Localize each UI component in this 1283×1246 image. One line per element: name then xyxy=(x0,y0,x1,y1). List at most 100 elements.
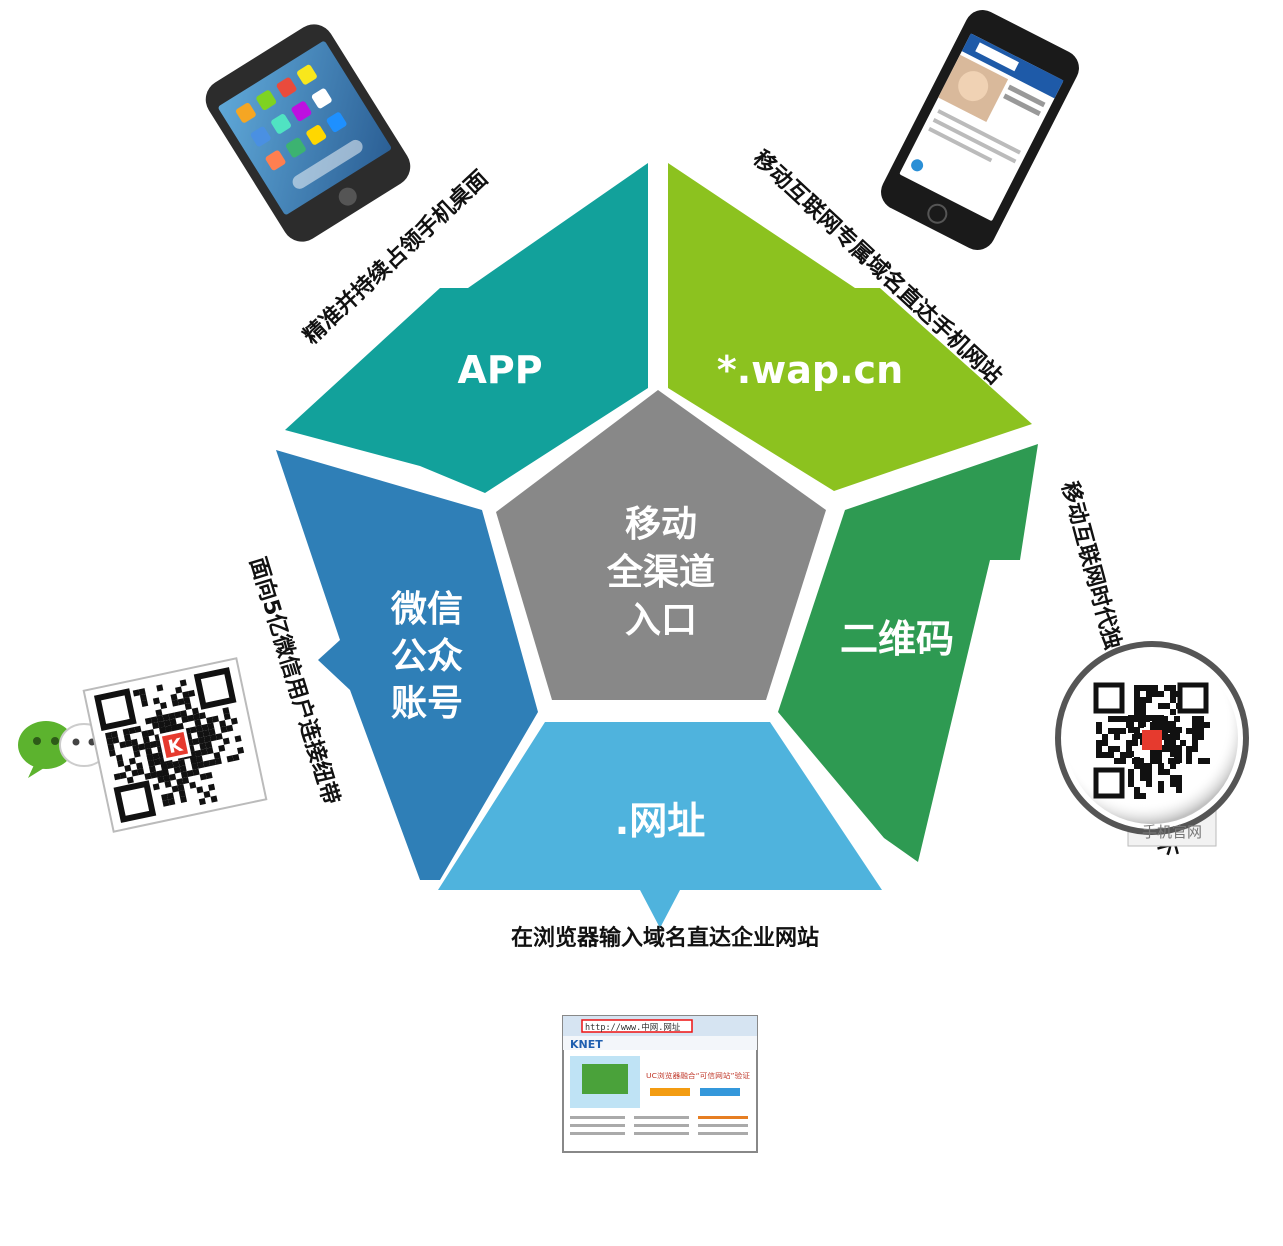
qr-module xyxy=(1170,685,1176,691)
segment-wechat-label: 微信 公众 账号 xyxy=(390,589,463,724)
qr-module xyxy=(203,760,211,768)
qr-module xyxy=(117,760,125,768)
qr-module xyxy=(1174,752,1180,758)
qr-module xyxy=(194,719,202,727)
browser-illustration: http://www.中网.网址 KNET UC浏览器融合“可信网站”验证 xyxy=(562,1015,758,1153)
qr-module xyxy=(193,713,201,721)
qr-module xyxy=(1108,728,1114,734)
qr-module xyxy=(138,688,146,696)
qr-module xyxy=(1192,734,1198,740)
qr-module xyxy=(1132,716,1138,722)
qr-module xyxy=(196,730,204,739)
qr-module xyxy=(1168,740,1174,746)
qr-module xyxy=(161,769,170,777)
qr-module xyxy=(151,722,160,730)
browser-banner: UC浏览器融合“可信网站”验证 xyxy=(646,1071,750,1080)
qr-module xyxy=(1140,793,1146,799)
segment-wap-label: *.wap.cn xyxy=(717,348,903,392)
qr-module xyxy=(186,769,194,778)
qr-module xyxy=(1108,746,1114,752)
qr-module xyxy=(1114,716,1120,722)
qr-tag-label: 手机官网 xyxy=(1142,823,1202,841)
qr-module xyxy=(223,712,231,721)
qr-module xyxy=(179,679,187,687)
qr-module xyxy=(1192,728,1198,734)
qr-module xyxy=(230,717,238,725)
qr-module xyxy=(142,736,150,744)
qr-module xyxy=(1134,685,1140,691)
qr-module xyxy=(1126,716,1132,722)
qr-module xyxy=(206,716,214,724)
segment-url: .网址 xyxy=(438,722,882,928)
qr-module xyxy=(133,750,141,758)
qr-module xyxy=(1120,752,1126,758)
qr-module xyxy=(171,699,179,707)
qr-module xyxy=(1134,793,1140,799)
qr-module xyxy=(1144,716,1150,722)
qr-module xyxy=(178,789,186,798)
qr-module xyxy=(152,783,160,791)
qr-module xyxy=(195,755,204,763)
qr-module xyxy=(125,740,133,748)
qr-module xyxy=(134,725,142,733)
qr-module xyxy=(192,768,200,776)
qr-module xyxy=(179,765,187,773)
qr-module xyxy=(1120,728,1126,734)
qr-module xyxy=(1158,763,1164,769)
qr-module xyxy=(1174,758,1180,764)
qr-module xyxy=(1150,758,1156,764)
qr-module xyxy=(152,697,160,705)
qr-module xyxy=(219,720,227,728)
qr-module xyxy=(162,713,170,721)
qr-module xyxy=(1140,697,1146,703)
qr-module xyxy=(174,711,182,719)
qr-module xyxy=(1126,722,1132,728)
qr-module xyxy=(201,723,209,731)
segment-wechat: 微信 公众 账号 xyxy=(276,450,538,880)
qr-module xyxy=(190,756,198,765)
qr-module xyxy=(1146,781,1152,787)
qr-module xyxy=(1164,739,1170,745)
qr-module xyxy=(196,786,204,794)
qr-module xyxy=(112,736,120,744)
qr-module xyxy=(169,718,177,726)
qr-module xyxy=(1108,716,1114,722)
qr-module xyxy=(147,759,155,767)
qr-module xyxy=(1152,691,1158,697)
segment-wechat-line-3: 账号 xyxy=(391,683,463,724)
qr-module xyxy=(188,689,196,697)
qr-module xyxy=(191,762,199,770)
qr-module xyxy=(164,725,173,733)
qr-module xyxy=(205,741,213,749)
qr-module xyxy=(189,726,197,734)
qr-module xyxy=(226,755,234,763)
qr-module xyxy=(218,744,226,752)
qr-module xyxy=(1186,728,1192,734)
qr-module xyxy=(1134,787,1140,793)
qr-module xyxy=(1158,769,1164,775)
qr-module xyxy=(1134,703,1140,709)
qr-module xyxy=(163,719,171,727)
qr-module xyxy=(1176,691,1182,697)
qr-module xyxy=(1140,763,1146,769)
qr-module xyxy=(119,741,127,749)
center-pentagon: 移动 全渠道 入口 xyxy=(496,390,826,700)
qr-module xyxy=(1170,709,1176,715)
qr-module xyxy=(147,729,155,737)
qr-module xyxy=(157,776,165,784)
qr-module xyxy=(126,776,134,784)
qr-module xyxy=(1162,746,1168,752)
qr-module xyxy=(1152,715,1158,721)
qr-module xyxy=(207,722,215,730)
qr-module xyxy=(197,761,205,769)
iphone-illustration xyxy=(881,10,1079,250)
qr-module xyxy=(1140,769,1146,775)
qr-module xyxy=(115,754,124,762)
qr-module xyxy=(150,716,158,724)
qr-module xyxy=(181,715,189,723)
qr-module xyxy=(173,766,181,774)
qr-module xyxy=(178,759,186,767)
qr-module xyxy=(1192,716,1198,722)
qr-module xyxy=(1114,758,1120,764)
qr-module xyxy=(1198,758,1204,764)
